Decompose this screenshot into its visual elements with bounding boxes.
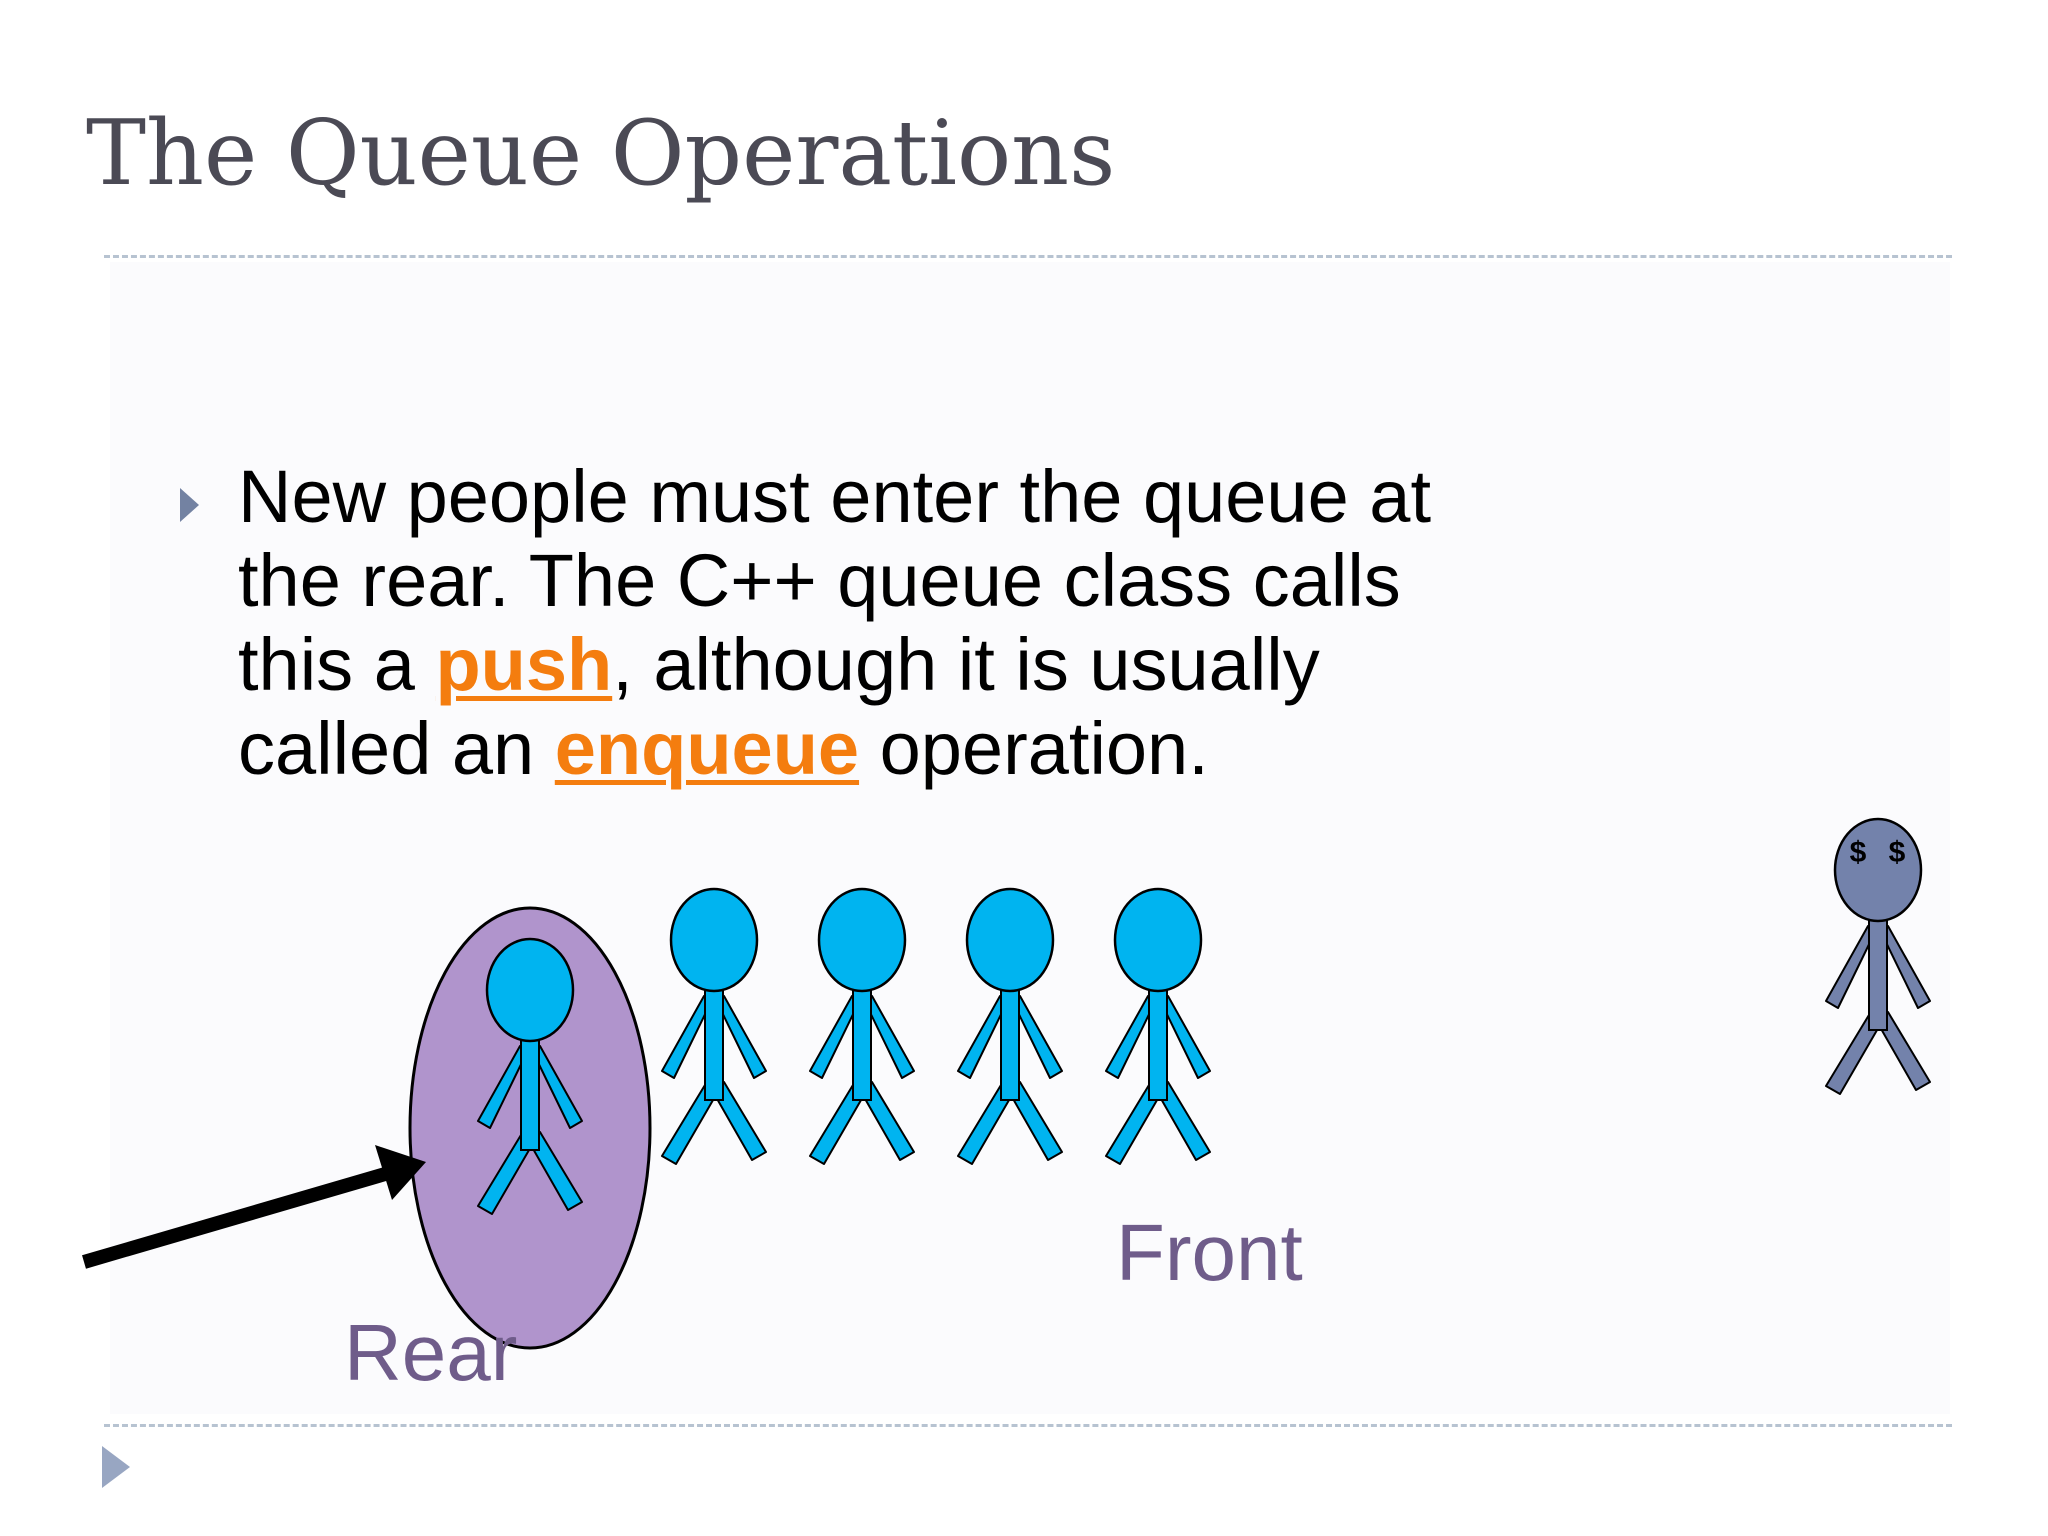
- person-front: [1104, 887, 1212, 1166]
- money-eye-left: $: [1850, 836, 1867, 869]
- rear-label: Rear: [344, 1308, 517, 1397]
- bullet-arrow-icon: [180, 488, 199, 522]
- enqueue-arrow-icon: [82, 1145, 426, 1269]
- bullet-text-part-2: , although it is usually called an: [238, 623, 1320, 790]
- footer-divider: [104, 1424, 1952, 1427]
- bullet-text-part-3: operation.: [859, 707, 1209, 790]
- push-keyword: push: [435, 623, 613, 706]
- bullet-text-part-1: New people must enter the queue at the r…: [238, 455, 1431, 706]
- front-label: Front: [1116, 1208, 1303, 1297]
- person-3: [808, 887, 916, 1166]
- newcomer-person: [1824, 817, 1932, 1096]
- footer-arrow-icon: [102, 1446, 130, 1488]
- bullet-text: New people must enter the queue at the r…: [238, 455, 1478, 791]
- slide-title: The Queue Operations: [86, 101, 1116, 206]
- person-2: [660, 887, 768, 1166]
- money-eye-right: $: [1889, 836, 1906, 869]
- title-divider: [104, 255, 1952, 258]
- content-panel: [110, 262, 1950, 1414]
- enqueue-keyword: enqueue: [554, 707, 860, 790]
- person-4: [956, 887, 1064, 1166]
